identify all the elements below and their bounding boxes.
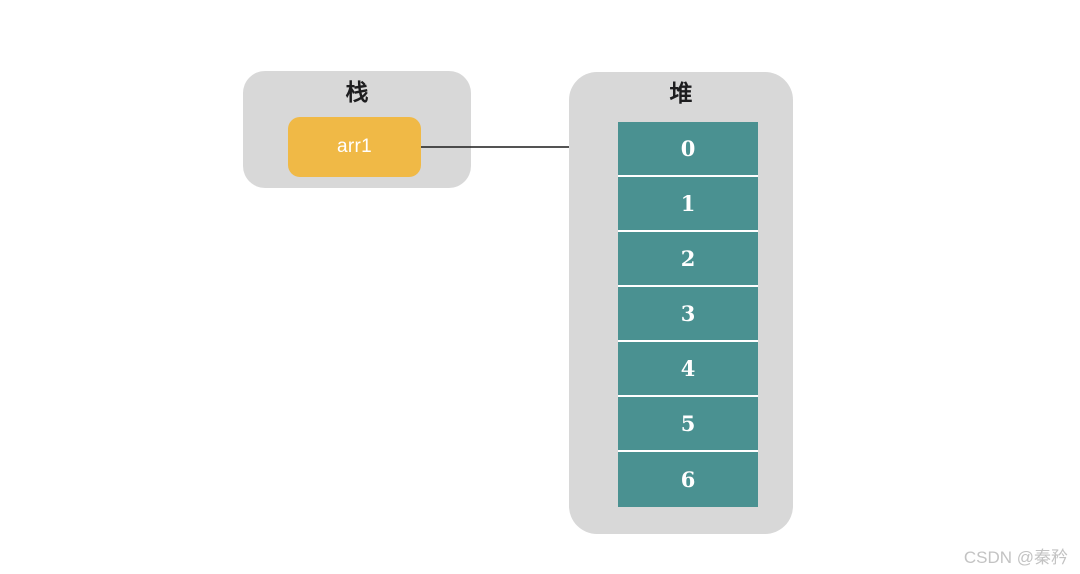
stack-title: 栈 [345,79,369,106]
array-cell-2: 2 [618,232,758,287]
stack-region: 栈 arr1 [243,71,471,188]
stack-variable-label: arr1 [337,136,372,157]
stack-variable-box: arr1 [288,117,421,177]
heap-title: 堆 [669,80,693,107]
heap-array: 0 1 2 3 4 5 6 [618,122,758,507]
heap-region: 堆 0 1 2 3 4 5 6 [569,72,793,534]
array-cell-6: 6 [618,452,758,507]
array-cell-4: 4 [618,342,758,397]
array-cell-3: 3 [618,287,758,342]
array-cell-5: 5 [618,397,758,452]
array-cell-1: 1 [618,177,758,232]
array-cell-0: 0 [618,122,758,177]
watermark-text: CSDN @秦矜 [963,548,1068,567]
